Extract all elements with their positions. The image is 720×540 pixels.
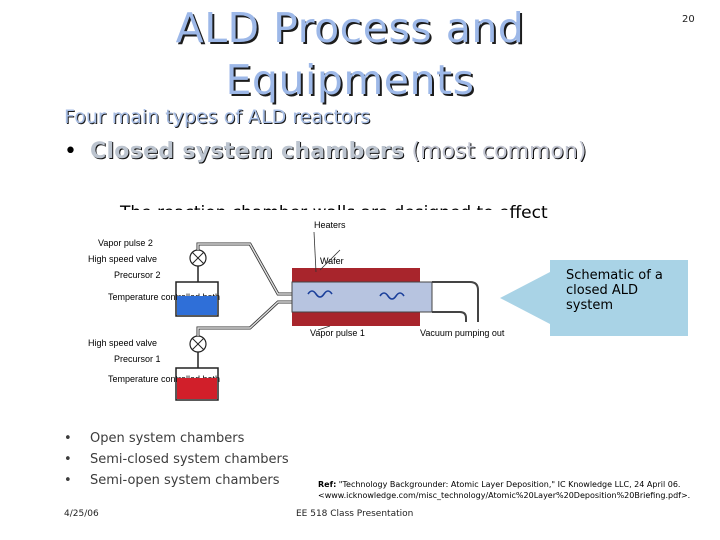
label-temp-bath-top-text: Temperature controlled bath — [108, 292, 220, 302]
page-number: 20 — [682, 14, 695, 25]
diagram-shape — [191, 251, 205, 265]
title-line-2: Equipments — [225, 56, 475, 104]
title-line-1: ALD Process and — [175, 4, 525, 52]
diagram-shape — [319, 249, 341, 271]
label-precursor-1: Precursor 1 — [114, 354, 161, 364]
bullet-dot: • — [64, 139, 77, 164]
label-heaters: Heaters — [314, 220, 346, 230]
reaction-chamber — [291, 281, 433, 313]
precursor-1-vessel — [175, 367, 219, 401]
precursor-2-liquid — [177, 296, 217, 315]
ald-schematic-diagram: Heaters Vapor pulse 2 High speed valve P… — [80, 210, 510, 410]
footer-date: 4/25/06 — [64, 509, 99, 519]
precursor-1-liquid — [177, 378, 217, 399]
reactor-types-list: • Open system chambers • Semi-closed syste… — [64, 428, 289, 491]
label-wafer: Wafer — [320, 256, 344, 266]
main-bullet-bold: Closed system chambers — [90, 139, 405, 164]
diagram-shape — [432, 281, 479, 322]
main-bullet-rest: (most common) — [404, 139, 587, 164]
diagram-shape — [196, 242, 292, 296]
diagram-shape — [500, 260, 688, 336]
reference-label: Ref: — [318, 480, 337, 489]
label-temp-bath-bottom: Temperature controlled bath — [108, 374, 220, 384]
list-item-open: • Open system chambers — [64, 428, 289, 449]
label-precursor-2: Precursor 2 — [114, 270, 161, 280]
diagram-shape — [307, 290, 333, 298]
heater-bottom — [292, 312, 420, 326]
diagram-shape — [197, 243, 292, 295]
label-vapor-pulse-2: Vapor pulse 2 — [98, 238, 153, 248]
list-dot: • — [64, 452, 72, 467]
list-item-semi-closed: • Semi-closed system chambers — [64, 449, 289, 470]
precursor-2-vessel — [175, 281, 219, 317]
reference-text: "Technology Backgrounder: Atomic Layer D… — [318, 480, 691, 500]
diagram-shape — [313, 231, 317, 273]
label-high-speed-valve-bottom: High speed valve — [88, 338, 157, 348]
list-item-semi-open: • Semi-open system chambers — [64, 470, 289, 491]
label-vacuum: Vacuum pumping out — [420, 328, 505, 338]
label-temp-bath-top: Temperature controlled bath — [108, 292, 220, 302]
label-high-speed-valve-top: High speed valve — [88, 254, 157, 264]
heater-top — [292, 268, 420, 282]
label-vapor-pulse-1: Vapor pulse 1 — [310, 328, 365, 338]
list-item-semi-closed-text: Semi-closed system chambers — [90, 452, 289, 467]
list-item-semi-open-text: Semi-open system chambers — [90, 473, 280, 488]
diagram-shape — [432, 311, 467, 322]
footer-course: EE 518 Class Presentation — [296, 509, 414, 519]
slide-title: ALD Process and Equipments — [120, 2, 580, 106]
main-bullet-text: Closed system chambers (most common) — [90, 137, 610, 167]
list-item-open-text: Open system chambers — [90, 431, 245, 446]
diagram-shape — [317, 325, 331, 331]
slide-subtitle: Four main types of ALD reactors — [64, 106, 371, 128]
callout-text: Schematic of a closed ALD system — [566, 268, 663, 313]
list-dot: • — [64, 473, 72, 488]
diagram-shape — [197, 301, 292, 336]
diagram-shape — [379, 292, 405, 300]
callout-arrow — [500, 260, 688, 336]
diagram-shape — [191, 337, 205, 351]
reference-note: Ref: "Technology Backgrounder: Atomic La… — [318, 479, 708, 501]
list-dot: • — [64, 431, 72, 446]
